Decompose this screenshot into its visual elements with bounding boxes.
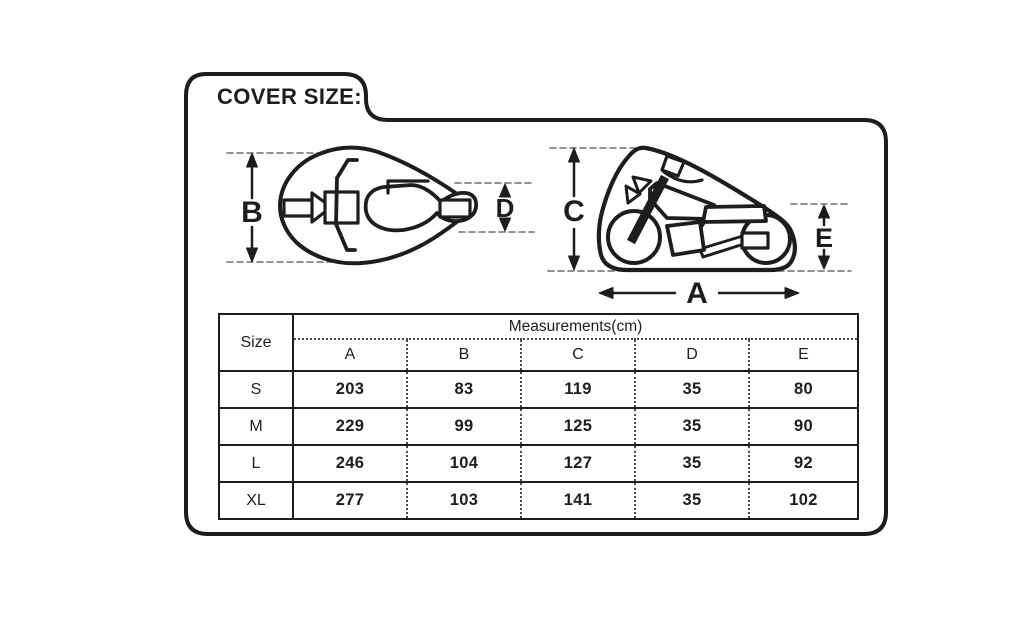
rear-rack [740,231,770,250]
value-cell: 104 [406,444,521,482]
value-cell: 35 [634,481,749,519]
motorcycle-top-view [282,158,479,252]
value-cell: 99 [406,407,521,445]
top-view-diagram: B D [226,145,535,266]
dimension-arrow-e [818,204,830,270]
dimension-label-d: D [496,193,515,223]
value-cell: 246 [293,444,407,482]
handlebar [660,154,686,178]
value-cell: 102 [747,481,859,519]
cable [662,170,704,184]
value-cell: 92 [747,444,859,482]
panel-frame-outline [184,72,888,536]
dimension-label-b: B [241,196,263,229]
mirror [631,175,653,195]
dimension-arrow-b [246,152,258,263]
table-row-s: S 203 83 119 35 80 [219,370,859,408]
table-row-l: L 246 104 127 35 92 [219,444,859,482]
dimension-label-c: C [563,195,585,228]
side-view-diagram: C E A [547,145,852,310]
column-header-d: D [634,339,749,371]
size-cell: L [219,444,294,482]
value-cell: 35 [634,370,749,408]
value-cell: 83 [406,370,521,408]
size-cell: XL [219,481,294,519]
value-cell: 35 [634,407,749,445]
column-header-row: A B C D E [219,339,859,371]
value-cell: 119 [520,370,635,408]
value-cell: 277 [293,481,407,519]
size-cell: M [219,407,294,445]
value-cell: 141 [520,481,635,519]
value-cell: 125 [520,407,635,445]
column-header-e: E [747,339,859,371]
engine [665,220,706,257]
seat [701,204,768,224]
value-cell: 90 [747,407,859,445]
value-cell: 35 [634,444,749,482]
value-cell: 229 [293,407,407,445]
measurements-table: Size Measurements(cm) A B C D E S 203 83… [218,313,860,520]
motorcycle-side-view [606,154,792,265]
column-header-b: B [406,339,521,371]
value-cell: 203 [293,370,407,408]
size-cell: S [219,370,294,408]
table-header-row: Size Measurements(cm) [219,314,859,371]
table-row-xl: XL 277 103 141 35 102 [219,481,859,519]
dimension-arrow-a [598,287,800,299]
value-cell: 127 [520,444,635,482]
measurements-header-cell: Measurements(cm) [293,314,859,340]
front-fork [627,174,669,245]
table-row-m: M 229 99 125 35 90 [219,407,859,445]
value-cell: 80 [747,370,859,408]
headlight [624,184,642,205]
dimension-arrow-d [499,183,511,232]
dimension-arrow-c [568,147,580,271]
dimension-label-a: A [686,277,708,310]
value-cell: 103 [406,481,521,519]
dimension-label-e: E [815,223,833,253]
column-header-a: A [344,346,356,363]
panel-title: COVER SIZE: [217,84,362,109]
size-header-cell: Size [219,314,294,371]
column-header-c: C [520,339,635,371]
